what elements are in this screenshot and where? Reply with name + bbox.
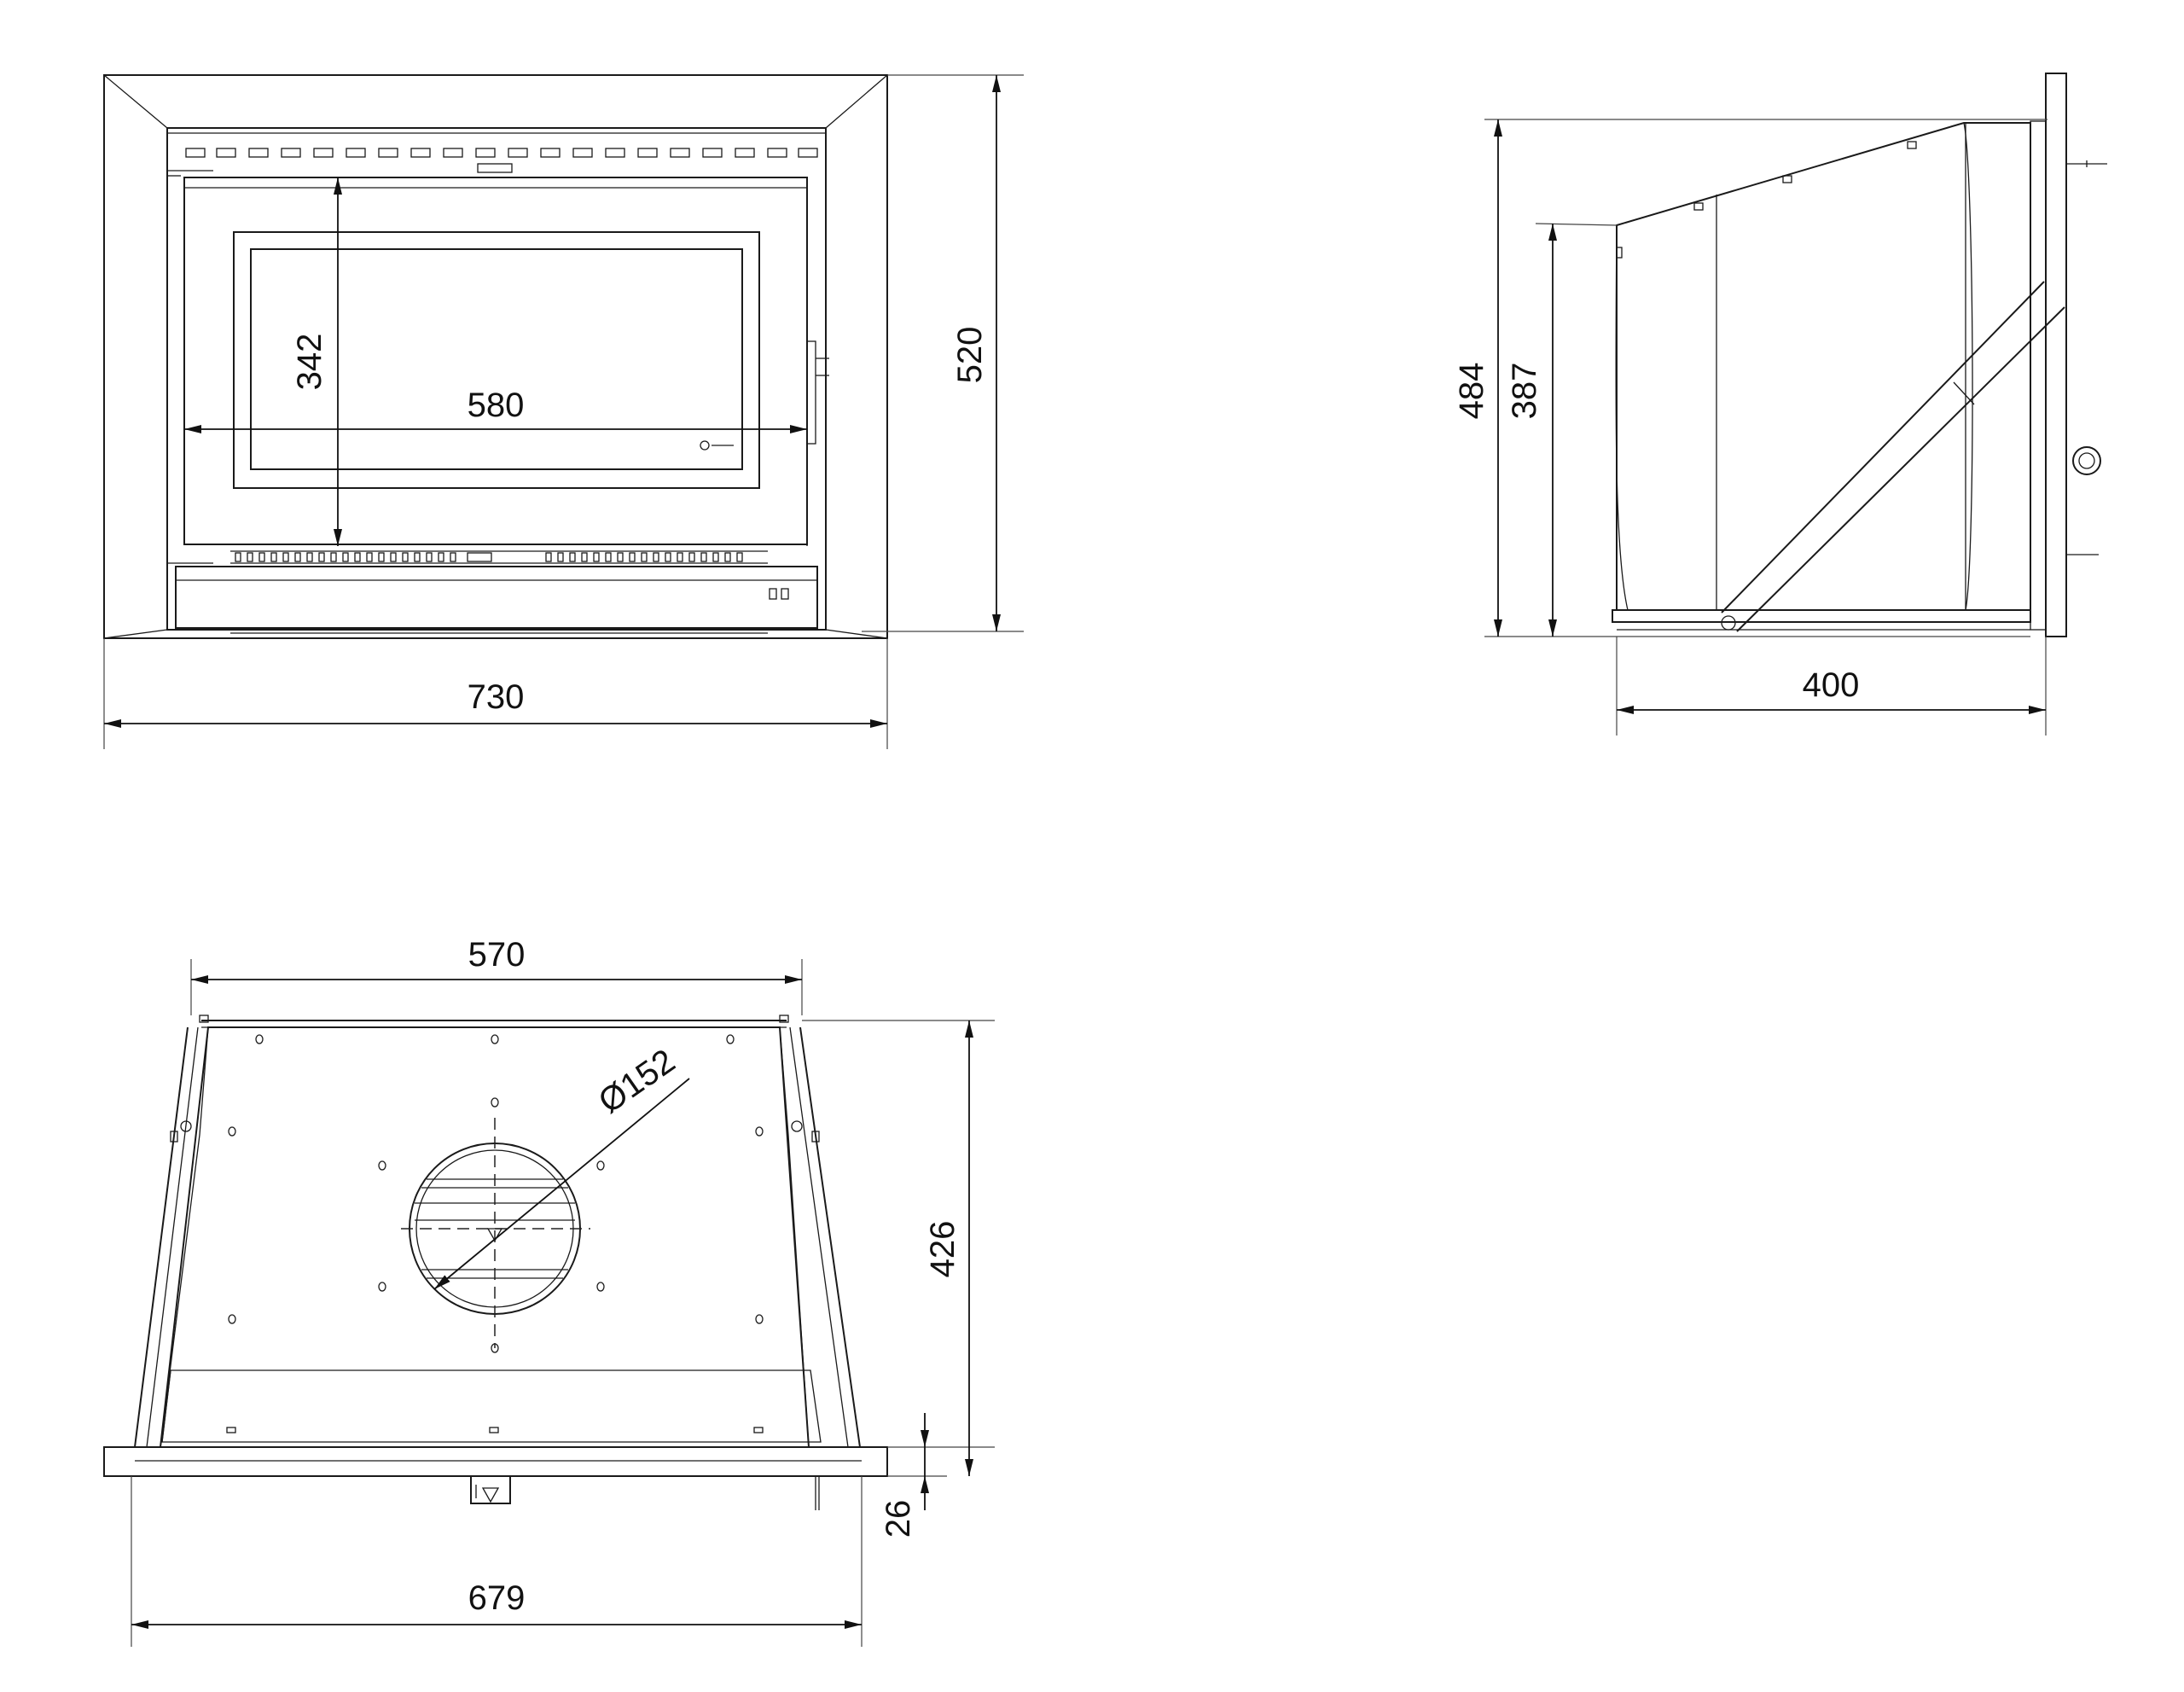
top-grille (185, 148, 818, 158)
side-front-plate (2045, 73, 2067, 637)
side-view: 484 387 400 (1453, 73, 2107, 736)
side-knob (2072, 446, 2101, 475)
dim-side-overall-height: 484 (1453, 363, 1490, 420)
top-view: Ø152 570 426 26 679 (103, 936, 995, 1647)
glass-outer (233, 231, 760, 489)
door-handle (806, 340, 816, 445)
dim-body-width: 570 (468, 936, 526, 974)
top-handle (470, 1476, 511, 1504)
dim-frame-width: 679 (468, 1579, 526, 1617)
dim-side-depth: 400 (1803, 666, 1860, 704)
dim-front-width: 730 (468, 678, 525, 716)
front-view: 730 520 580 342 (103, 74, 1024, 749)
top-front-frame (103, 1446, 888, 1477)
dim-glass-width: 580 (468, 387, 525, 424)
side-body (1616, 122, 2031, 611)
side-strut (1721, 281, 2045, 613)
ash-drawer (175, 566, 818, 629)
dim-glass-height: 342 (291, 334, 328, 391)
dim-front-height: 520 (951, 327, 989, 384)
top-plate (159, 1026, 810, 1448)
front-inner-frame (166, 127, 827, 631)
side-base (1612, 609, 2031, 623)
screw-holes (228, 1034, 764, 1353)
dim-frame-thickness: 26 (880, 1500, 917, 1538)
dim-line-flue (433, 1078, 690, 1290)
front-outer-frame (103, 74, 888, 639)
dim-body-depth: 426 (924, 1221, 961, 1278)
dim-flue-diameter: Ø152 (592, 1042, 682, 1120)
glass-inner (250, 248, 743, 470)
bottom-grille (235, 552, 743, 562)
dim-side-body-height: 387 (1506, 363, 1543, 420)
